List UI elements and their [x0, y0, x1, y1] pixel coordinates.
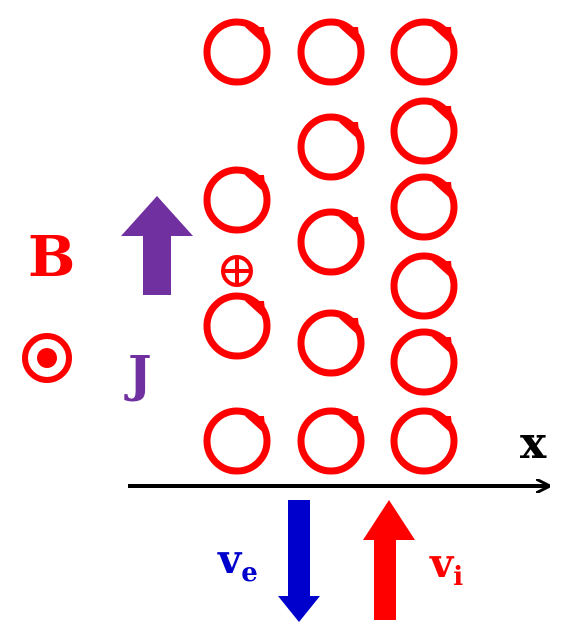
- x-axis-label: x: [520, 418, 547, 469]
- gyration-arrowhead: [339, 122, 360, 141]
- gyration-circle-1-4: [203, 407, 271, 475]
- gyration-circle-3-6: [390, 407, 458, 475]
- gyration-arrowhead: [432, 27, 453, 46]
- gyration-circle-1-2: [203, 166, 271, 234]
- ion-velocity-subscript: i: [453, 562, 463, 592]
- gyration-circle-2-3: [297, 208, 365, 276]
- electron-velocity-symbol: v: [217, 536, 243, 583]
- gyration-circle-1-1: [203, 18, 271, 86]
- gyration-circle-3-1: [390, 18, 458, 86]
- gyration-circle-1-3: [203, 292, 271, 360]
- gyration-column-1: [203, 18, 271, 475]
- out-of-page-circle-dot-icon: [22, 333, 72, 383]
- gyration-arrowhead: [245, 416, 266, 435]
- ion-velocity-label: vi: [429, 540, 463, 592]
- gyration-column-2: [297, 18, 365, 475]
- gyration-arrowhead: [432, 416, 453, 435]
- gyration-circle-2-5: [297, 407, 365, 475]
- gyration-arrowhead: [339, 217, 360, 236]
- gyration-arrowhead: [339, 416, 360, 435]
- electron-velocity-subscript: e: [241, 558, 258, 588]
- gyration-circle-3-5: [390, 328, 458, 396]
- gyration-arrowhead: [339, 27, 360, 46]
- electron-velocity-arrow-icon: [278, 500, 320, 622]
- gyration-arrowhead: [432, 106, 453, 125]
- gyration-circle-2-1: [297, 18, 365, 86]
- ion-velocity-arrow-icon: [363, 500, 415, 620]
- gyration-circle-3-4: [390, 252, 458, 320]
- gyration-arrowhead: [245, 301, 266, 320]
- gyration-arrowhead: [432, 182, 453, 201]
- gyration-arrowhead: [339, 318, 360, 337]
- gyration-circle-3-2: [390, 97, 458, 165]
- magnetic-field-label: B: [28, 224, 75, 290]
- gyration-circle-2-2: [297, 113, 365, 181]
- current-arrow-icon: [121, 196, 193, 295]
- gyration-arrowhead: [432, 261, 453, 280]
- gyration-arrowhead: [245, 27, 266, 46]
- gyration-circle-3-3: [390, 173, 458, 241]
- ion-velocity-symbol: v: [429, 540, 455, 587]
- gyration-arrowhead: [432, 337, 453, 356]
- circle-plus-icon: [221, 255, 253, 287]
- gyration-circle-2-4: [297, 309, 365, 377]
- electron-velocity-label: ve: [217, 536, 258, 588]
- current-label: J: [124, 344, 152, 403]
- gyration-arrowhead: [245, 175, 266, 194]
- gyration-column-3: [390, 18, 458, 475]
